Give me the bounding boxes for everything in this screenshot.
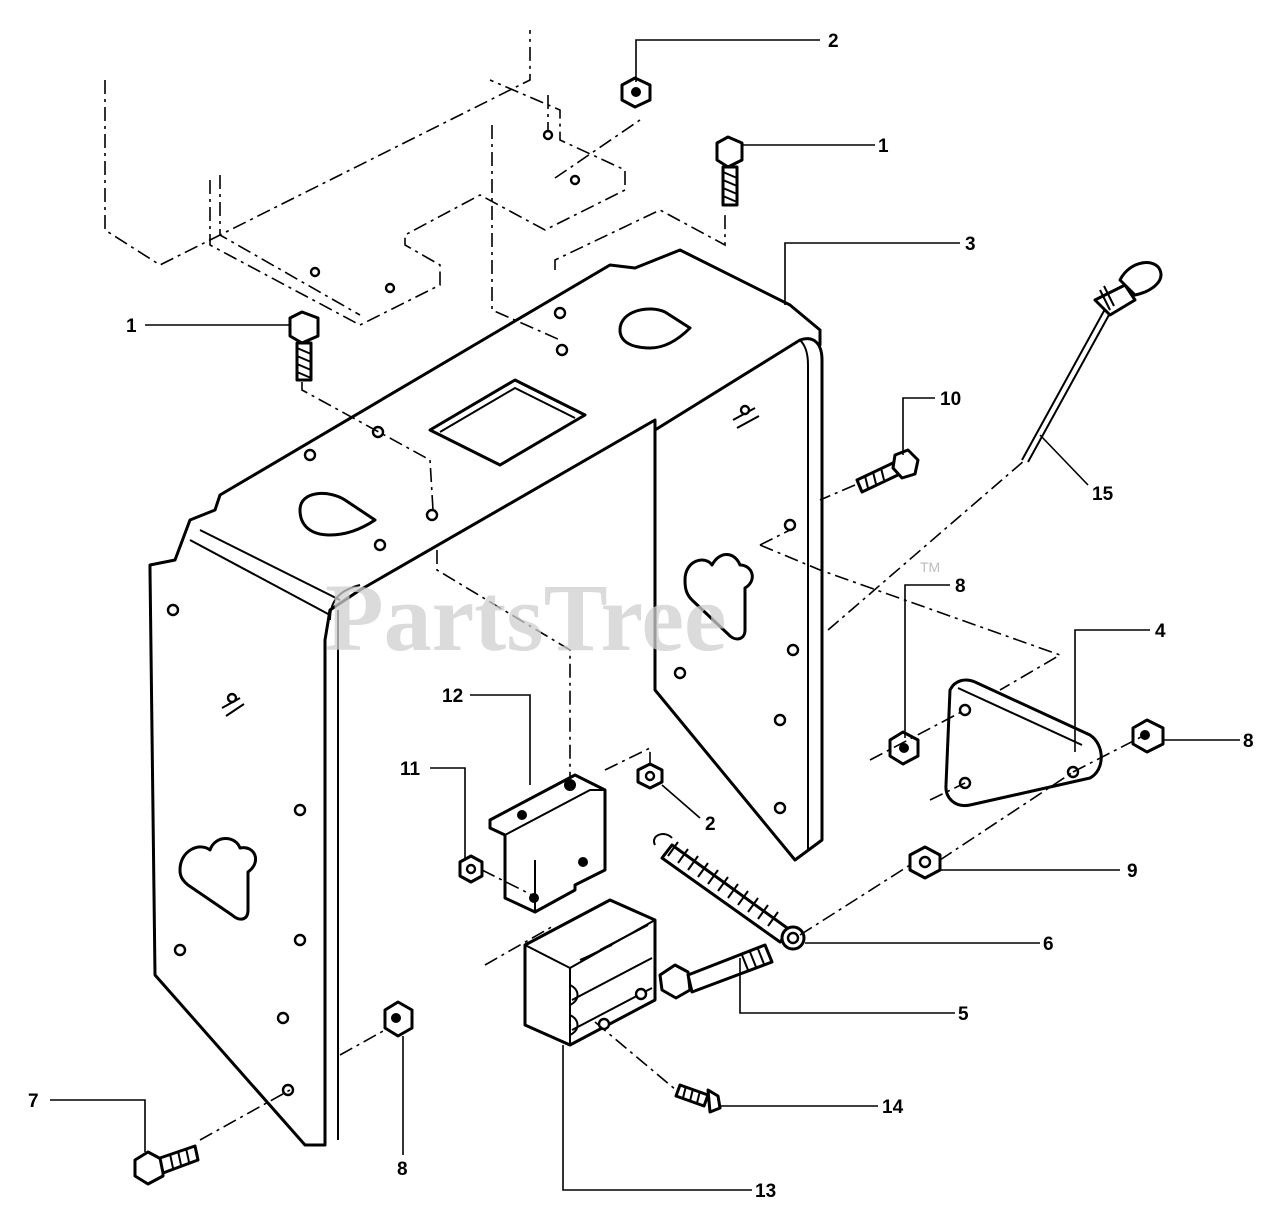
- callout-8-bottom: 8: [397, 1159, 408, 1180]
- callout-labels: 2 1 3 1 10 15 8 4 8 12 11 2 9 6 5 7 8 14…: [28, 31, 1254, 1202]
- callout-6: 6: [1043, 934, 1054, 955]
- bolt-upper: [715, 135, 744, 207]
- nut-8-left: [888, 730, 920, 766]
- watermark-trademark: TM: [920, 559, 940, 575]
- bolt-7: [133, 1144, 200, 1186]
- callout-8-right: 8: [1243, 731, 1254, 752]
- callout-4: 4: [1155, 621, 1166, 642]
- callout-12: 12: [442, 686, 463, 707]
- callout-5: 5: [958, 1004, 969, 1025]
- nut-11: [458, 854, 484, 884]
- block-13: [523, 898, 657, 1047]
- screw-14: [674, 1083, 722, 1114]
- triangle-plate: [944, 678, 1103, 808]
- callout-11: 11: [400, 759, 421, 780]
- callout-9: 9: [1127, 861, 1138, 882]
- bolt-left: [288, 310, 320, 382]
- spring-6: [653, 833, 806, 951]
- nut-8-right: [1131, 718, 1165, 754]
- callout-7: 7: [28, 1091, 39, 1112]
- nut-2-small: [636, 762, 664, 790]
- angle-bracket: [488, 773, 607, 914]
- bolt-5: [658, 943, 774, 1000]
- bolt-10: [855, 448, 920, 494]
- callout-3: 3: [965, 234, 976, 255]
- callout-2-small: 2: [705, 814, 716, 835]
- leader-lines: [50, 39, 1240, 1191]
- callout-8-upper: 8: [955, 576, 966, 597]
- alignment-lines: [199, 95, 1146, 1141]
- rod-15: [1021, 261, 1163, 463]
- watermark: PartsTree: [325, 564, 727, 671]
- nut-top: [620, 76, 652, 109]
- callout-13: 13: [755, 1181, 776, 1202]
- callout-10: 10: [940, 389, 961, 410]
- main-bracket: [148, 248, 824, 1147]
- callout-15: 15: [1092, 484, 1114, 505]
- callout-1-top: 1: [878, 136, 889, 157]
- nut-9: [908, 845, 942, 880]
- callout-2-top: 2: [828, 31, 839, 52]
- phantom-frame: [104, 30, 626, 326]
- nut-8-bottom: [383, 1000, 414, 1038]
- callout-14: 14: [882, 1097, 904, 1118]
- callout-1-left: 1: [126, 316, 137, 337]
